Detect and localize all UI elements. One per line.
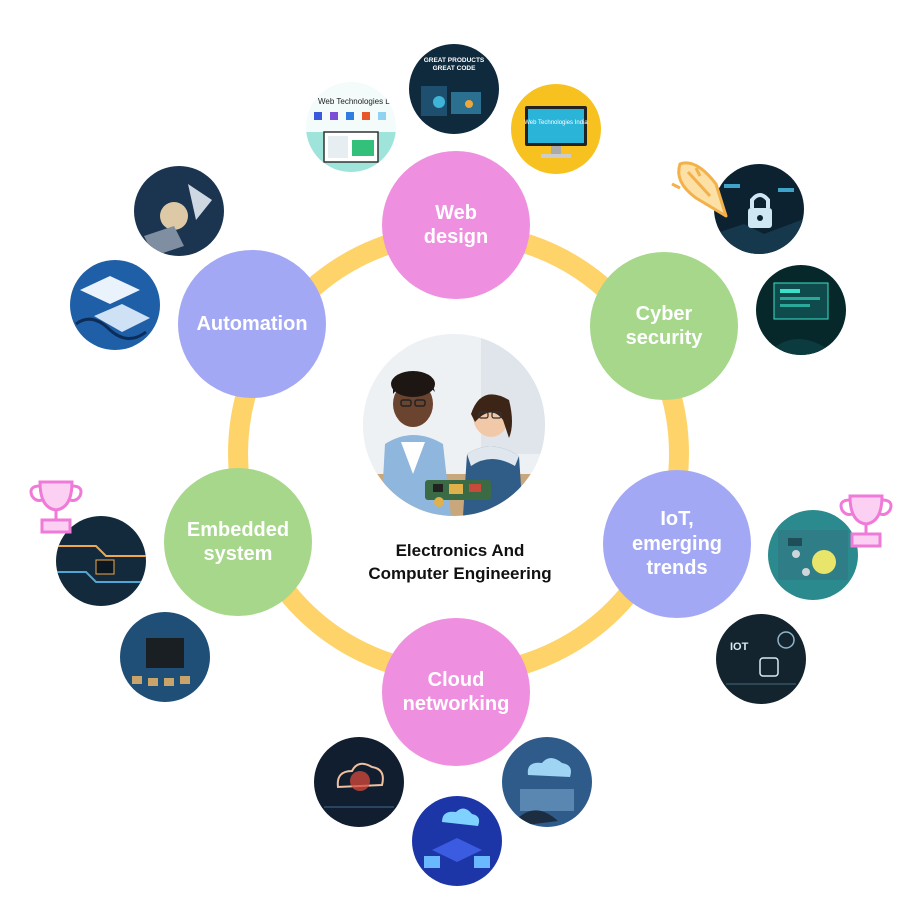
center-photo-students: [363, 334, 545, 516]
topic-web-design-label: Web design: [423, 201, 489, 248]
thumb-cloud-brain: [314, 737, 404, 827]
rocket-icon: [671, 161, 728, 218]
thumb-automation-isometric: [70, 260, 160, 350]
topic-cyber-security-label: Cyber security: [625, 302, 703, 349]
topic-cloud-networking-label: Cloud networking: [402, 668, 510, 715]
topic-cyber-security: Cyber security: [590, 252, 738, 400]
thumb-great-products: GREAT PRODUCTS GREAT CODE: [409, 44, 499, 134]
thumb-cyber-lock: [714, 164, 804, 254]
thumb-iot-board: [768, 510, 858, 600]
topic-automation-label: Automation: [196, 312, 308, 335]
topic-iot-label: IoT, emerging trends: [631, 508, 723, 580]
topic-embedded-system-label: Embedded system: [186, 518, 290, 565]
thumb-embedded-chip: [120, 612, 210, 702]
thumb-web-technologies-india: Web Technologies India: [511, 84, 601, 174]
topic-automation: Automation: [178, 250, 326, 398]
web-technologies-india-text: Web Technologies India: [524, 120, 588, 126]
great-products-text: GREAT PRODUCTS: [424, 57, 485, 64]
center-title: Electronics And Computer Engineering: [368, 541, 552, 583]
thumb-cyber-screens: [756, 265, 846, 355]
thumb-web-technologies-ltd: Web Technologies Lt.: [306, 82, 396, 172]
thumb-iot-network: IOT: [716, 614, 806, 704]
web-technologies-ltd-text: Web Technologies Lt.: [318, 97, 394, 106]
topic-cloud-networking: Cloud networking: [382, 618, 530, 766]
topic-iot: IoT, emerging trends: [603, 470, 751, 618]
great-code-text: GREAT CODE: [433, 65, 477, 72]
thumb-cloud-laptop: [502, 737, 592, 827]
thumb-embedded-circuit: [56, 516, 146, 606]
trophy-icon-right: [839, 494, 893, 548]
iot-label-text: IOT: [730, 641, 749, 653]
topic-web-design: Web design: [382, 151, 530, 299]
topic-embedded-system: Embedded system: [164, 468, 312, 616]
thumb-automation-robot: [134, 166, 224, 256]
thumb-cloud-isometric: [412, 796, 502, 886]
trophy-icon-left: [29, 480, 83, 534]
